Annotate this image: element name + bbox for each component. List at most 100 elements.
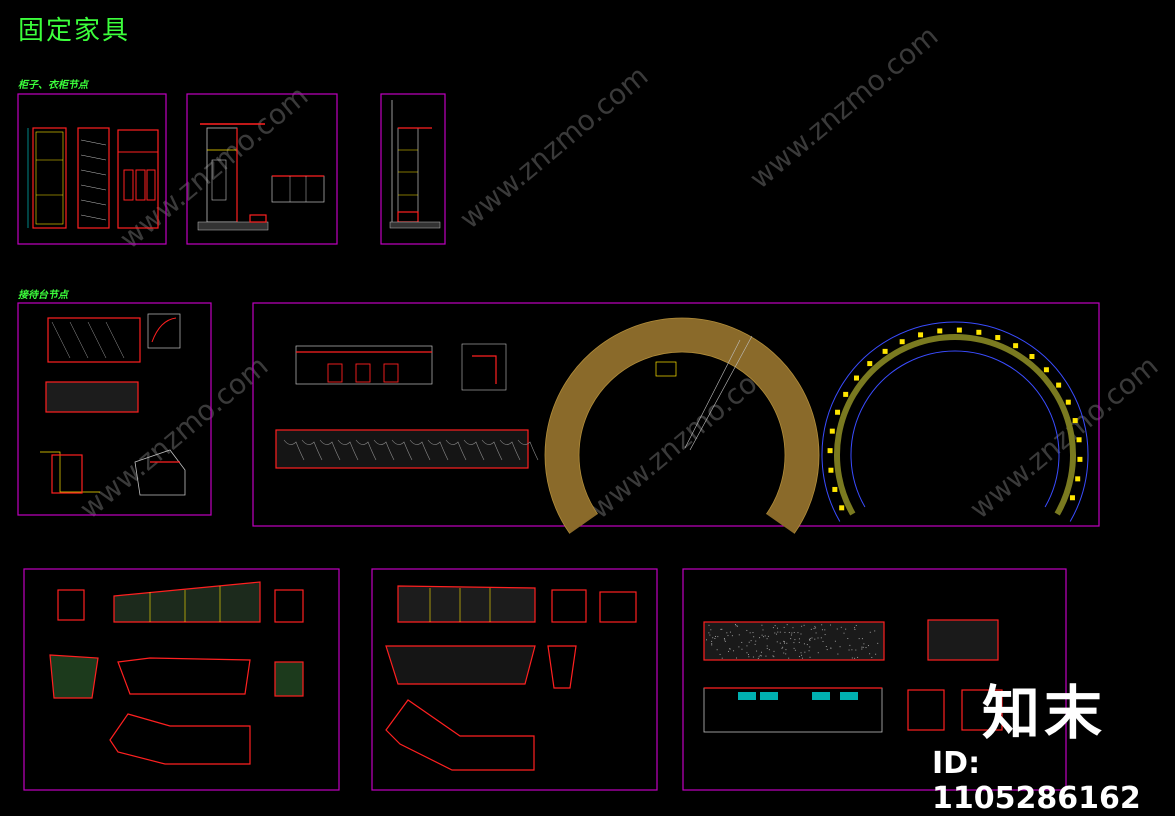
speckle <box>804 651 806 653</box>
speckle <box>773 656 775 658</box>
frame-cabinet-elevation <box>17 93 167 245</box>
desk-b-drawings <box>385 585 637 771</box>
arch-light-point <box>829 428 835 434</box>
speckle <box>741 641 743 643</box>
speckle <box>809 646 811 648</box>
speckle <box>777 631 779 633</box>
arch-light-point <box>835 409 841 415</box>
speckle <box>822 640 824 642</box>
speckle <box>750 640 752 642</box>
speckle <box>813 628 815 630</box>
speckle <box>772 655 774 657</box>
frame-reception-details <box>17 302 212 516</box>
speckle <box>800 652 802 654</box>
speckle <box>729 648 731 650</box>
speckle <box>811 637 813 639</box>
speckle <box>798 641 800 643</box>
speckle <box>735 625 737 627</box>
arch-light-point <box>1072 418 1078 424</box>
speckle <box>752 632 754 634</box>
speckle <box>785 653 787 655</box>
speckle <box>809 638 811 640</box>
arch-light-point <box>995 335 1001 341</box>
speckle <box>717 636 719 638</box>
speckle <box>793 631 795 633</box>
speckle <box>801 657 803 659</box>
speckle <box>762 629 764 631</box>
stone-hatch <box>283 439 305 461</box>
frame-wardrobe-section <box>186 93 338 245</box>
speckle <box>756 650 758 652</box>
section-label-reception: 接待台节点 <box>18 290 68 301</box>
speckle <box>776 641 778 643</box>
stone-hatch <box>337 439 359 461</box>
speckle <box>752 656 754 658</box>
speckle <box>869 653 871 655</box>
speckle <box>855 649 857 651</box>
speckle <box>783 652 785 654</box>
speckle <box>855 624 857 626</box>
speckle <box>809 639 811 641</box>
speckle <box>834 640 836 642</box>
speckle <box>708 624 710 626</box>
speckle <box>710 629 712 631</box>
speckle <box>786 624 788 626</box>
speckle <box>748 641 750 643</box>
speckle <box>711 643 713 645</box>
speckle <box>809 656 811 658</box>
arch-light-point <box>1076 437 1082 443</box>
speckle <box>709 634 711 636</box>
speckle <box>784 641 786 643</box>
speckle <box>759 637 761 639</box>
speckle <box>764 635 766 637</box>
speckle <box>762 636 764 638</box>
speckle <box>839 646 841 648</box>
speckle <box>861 646 863 648</box>
watermark-id: ID: 1105286162 <box>932 746 1141 816</box>
reception-details <box>40 313 186 496</box>
arch-light-point <box>839 505 845 511</box>
speckle <box>851 649 853 651</box>
speckle <box>845 628 847 630</box>
speckle <box>748 656 750 658</box>
speckle <box>720 628 722 630</box>
speckle <box>829 624 831 626</box>
stone-hatch <box>445 439 467 461</box>
speckle <box>728 650 730 652</box>
speckle <box>766 645 768 647</box>
speckle <box>734 624 736 626</box>
cabinet-elevations <box>27 127 159 229</box>
speckle <box>865 647 867 649</box>
speckle <box>766 638 768 640</box>
arch-light-points <box>827 327 1083 511</box>
speckle <box>711 640 713 642</box>
speckle <box>724 639 726 641</box>
speckle <box>768 649 770 651</box>
speckle <box>820 637 822 639</box>
speckle <box>735 657 737 659</box>
speckle <box>861 638 863 640</box>
speckle <box>712 637 714 639</box>
speckle <box>733 650 735 652</box>
speckle <box>877 642 879 644</box>
speckle <box>721 657 723 659</box>
arch-light-point <box>1077 456 1083 462</box>
speckle <box>779 642 781 644</box>
speckle <box>754 643 756 645</box>
speckle <box>797 632 799 634</box>
arch-light-point <box>827 448 833 454</box>
arch-light-point <box>1029 353 1035 359</box>
stone-hatch <box>499 439 521 461</box>
speckle <box>821 624 823 626</box>
speckle <box>719 653 721 655</box>
speckle <box>791 632 793 634</box>
speckle <box>817 652 819 654</box>
speckle <box>826 649 828 651</box>
arch-light-point <box>1013 343 1019 349</box>
speckle <box>854 627 856 629</box>
speckle <box>731 635 733 637</box>
speckle <box>737 625 739 627</box>
speckle <box>776 627 778 629</box>
speckle <box>849 644 851 646</box>
speckle <box>858 638 860 640</box>
